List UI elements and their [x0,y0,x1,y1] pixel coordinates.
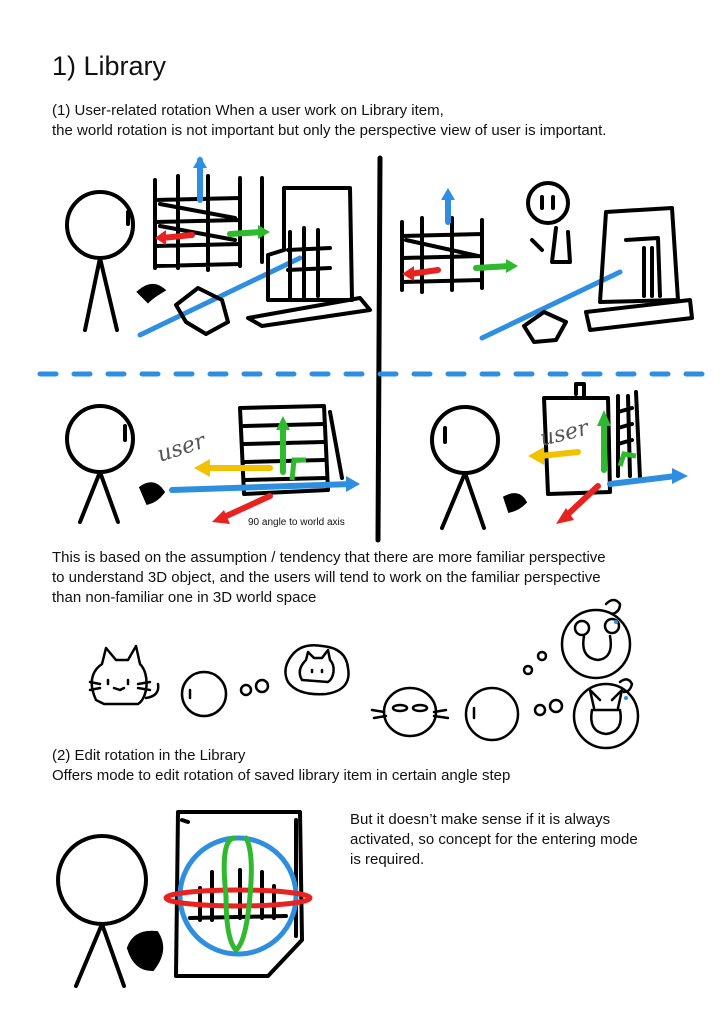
observer-head-icon-2 [464,686,520,742]
side-note-line2: activated, so concept for the entering m… [350,831,638,848]
panel-top-right [400,181,694,344]
stick-figure-icon [65,190,135,332]
shelf-object-icon [238,404,344,496]
screen-icon [584,206,694,332]
section2-line1: (2) Edit rotation in the Library [52,747,246,764]
stick-figure-icon [56,834,148,988]
side-note-line3: is required. [350,851,425,868]
z-axis-arrow [227,229,265,237]
thought-bubble-cat-icon [284,644,350,696]
angle-note: 90 angle to world axis [248,517,345,528]
thought-bubble-mouse-icon [560,598,632,680]
rotation-gizmo-icon [163,835,313,957]
stick-figure-icon [430,405,500,530]
panel-top-left [65,156,372,338]
hand-icon [136,284,167,304]
stick-figure-head-icon [526,181,570,225]
perspective-sketch: user 90 angle to world axis user [37,155,723,543]
assumption-line1: This is based on the assumption / tenden… [52,549,606,566]
edit-rotation-sketch [56,810,313,988]
shelf-object-icon [400,216,484,294]
screen-icon [542,382,642,496]
alien-head-doodle-icon [370,686,450,738]
stick-figure-icon [65,404,135,524]
cat-doodle-icon [88,644,160,706]
page-title: 1) Library [52,51,167,81]
user-label: user [154,428,210,467]
section1-line1: (1) User-related rotation When a user wo… [52,102,444,119]
familiar-perspective-doodles [88,598,640,750]
panel-bottom-right: user [430,382,688,530]
screen-icon [174,810,304,978]
section1-line2: the world rotation is not important but … [52,122,607,139]
section2-line2: Offers mode to edit rotation of saved li… [52,767,511,784]
panel-divider-vertical [375,155,383,543]
panel-bottom-left: user 90 angle to world axis [65,404,360,528]
assumption-line2: to understand 3D object, and the users w… [52,569,601,586]
x-axis-arrow [159,232,195,241]
observer-head-icon [180,670,228,718]
assumption-line3: than non-familiar one in 3D world space [52,589,317,606]
shelf-object-icon [153,174,264,272]
hand-icon [126,930,164,972]
thought-bubble-rabbit-icon [572,678,640,750]
screen-icon [246,186,372,328]
side-note-line1: But it doesn’t make sense if it is alway… [350,811,611,828]
